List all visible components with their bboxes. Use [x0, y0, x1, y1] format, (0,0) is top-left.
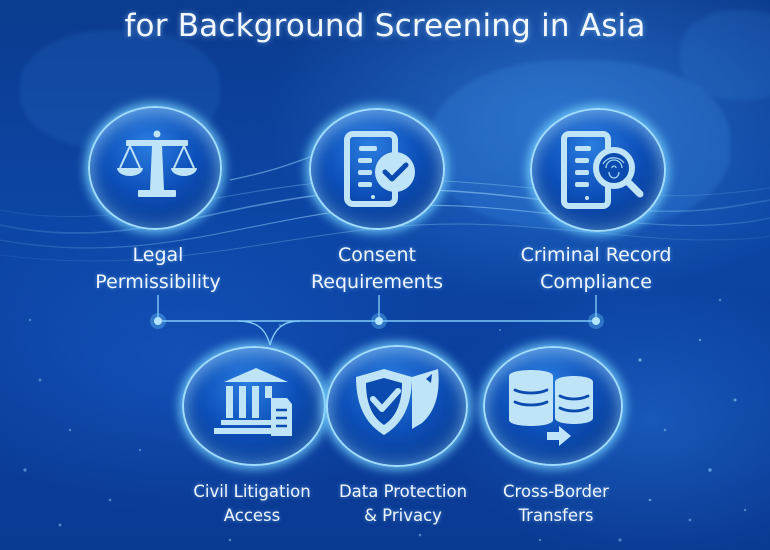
label-line: & Privacy: [364, 506, 442, 525]
label-line: Cross-Border: [503, 482, 609, 501]
database-transfer-icon: [509, 370, 593, 446]
label-line: Data Protection: [338, 482, 468, 501]
label-line: Requirements: [310, 271, 444, 293]
criminal-record-compliance-node: [530, 108, 666, 232]
legal-permissibility-label: Legal Permissibility: [63, 242, 253, 296]
map-land-decoration: [680, 10, 770, 100]
criminal-record-compliance-label: Criminal Record Compliance: [496, 242, 696, 296]
cross-border-transfers-label: Cross-Border Transfers: [476, 480, 636, 528]
cross-border-transfers-node: [483, 346, 623, 466]
label-line: Criminal Record: [520, 244, 672, 266]
label-line: Compliance: [540, 271, 652, 293]
legal-permissibility-node: [88, 106, 222, 230]
scales-of-justice-icon: [117, 130, 197, 197]
label-line: Transfers: [518, 506, 594, 525]
consent-requirements-node: [309, 108, 445, 230]
data-protection-privacy-label: Data Protection & Privacy: [318, 480, 488, 528]
courthouse-document-icon: [214, 368, 292, 436]
tablet-magnifier-fingerprint-icon: [561, 131, 644, 209]
consent-requirements-label: Consent Requirements: [282, 242, 472, 296]
label-line: Legal: [132, 244, 184, 266]
label-line: Permissibility: [95, 271, 221, 293]
shield-check-icon: [356, 369, 439, 435]
page-title: for Background Screening in Asia: [124, 8, 646, 44]
tablet-checkmark-icon: [344, 131, 415, 207]
label-line: Access: [223, 506, 281, 525]
civil-litigation-access-label: Civil Litigation Access: [167, 480, 337, 528]
data-protection-privacy-node: [326, 345, 468, 467]
civil-litigation-access-node: [182, 346, 326, 466]
label-line: Civil Litigation: [193, 482, 311, 501]
label-line: Consent: [337, 244, 416, 266]
